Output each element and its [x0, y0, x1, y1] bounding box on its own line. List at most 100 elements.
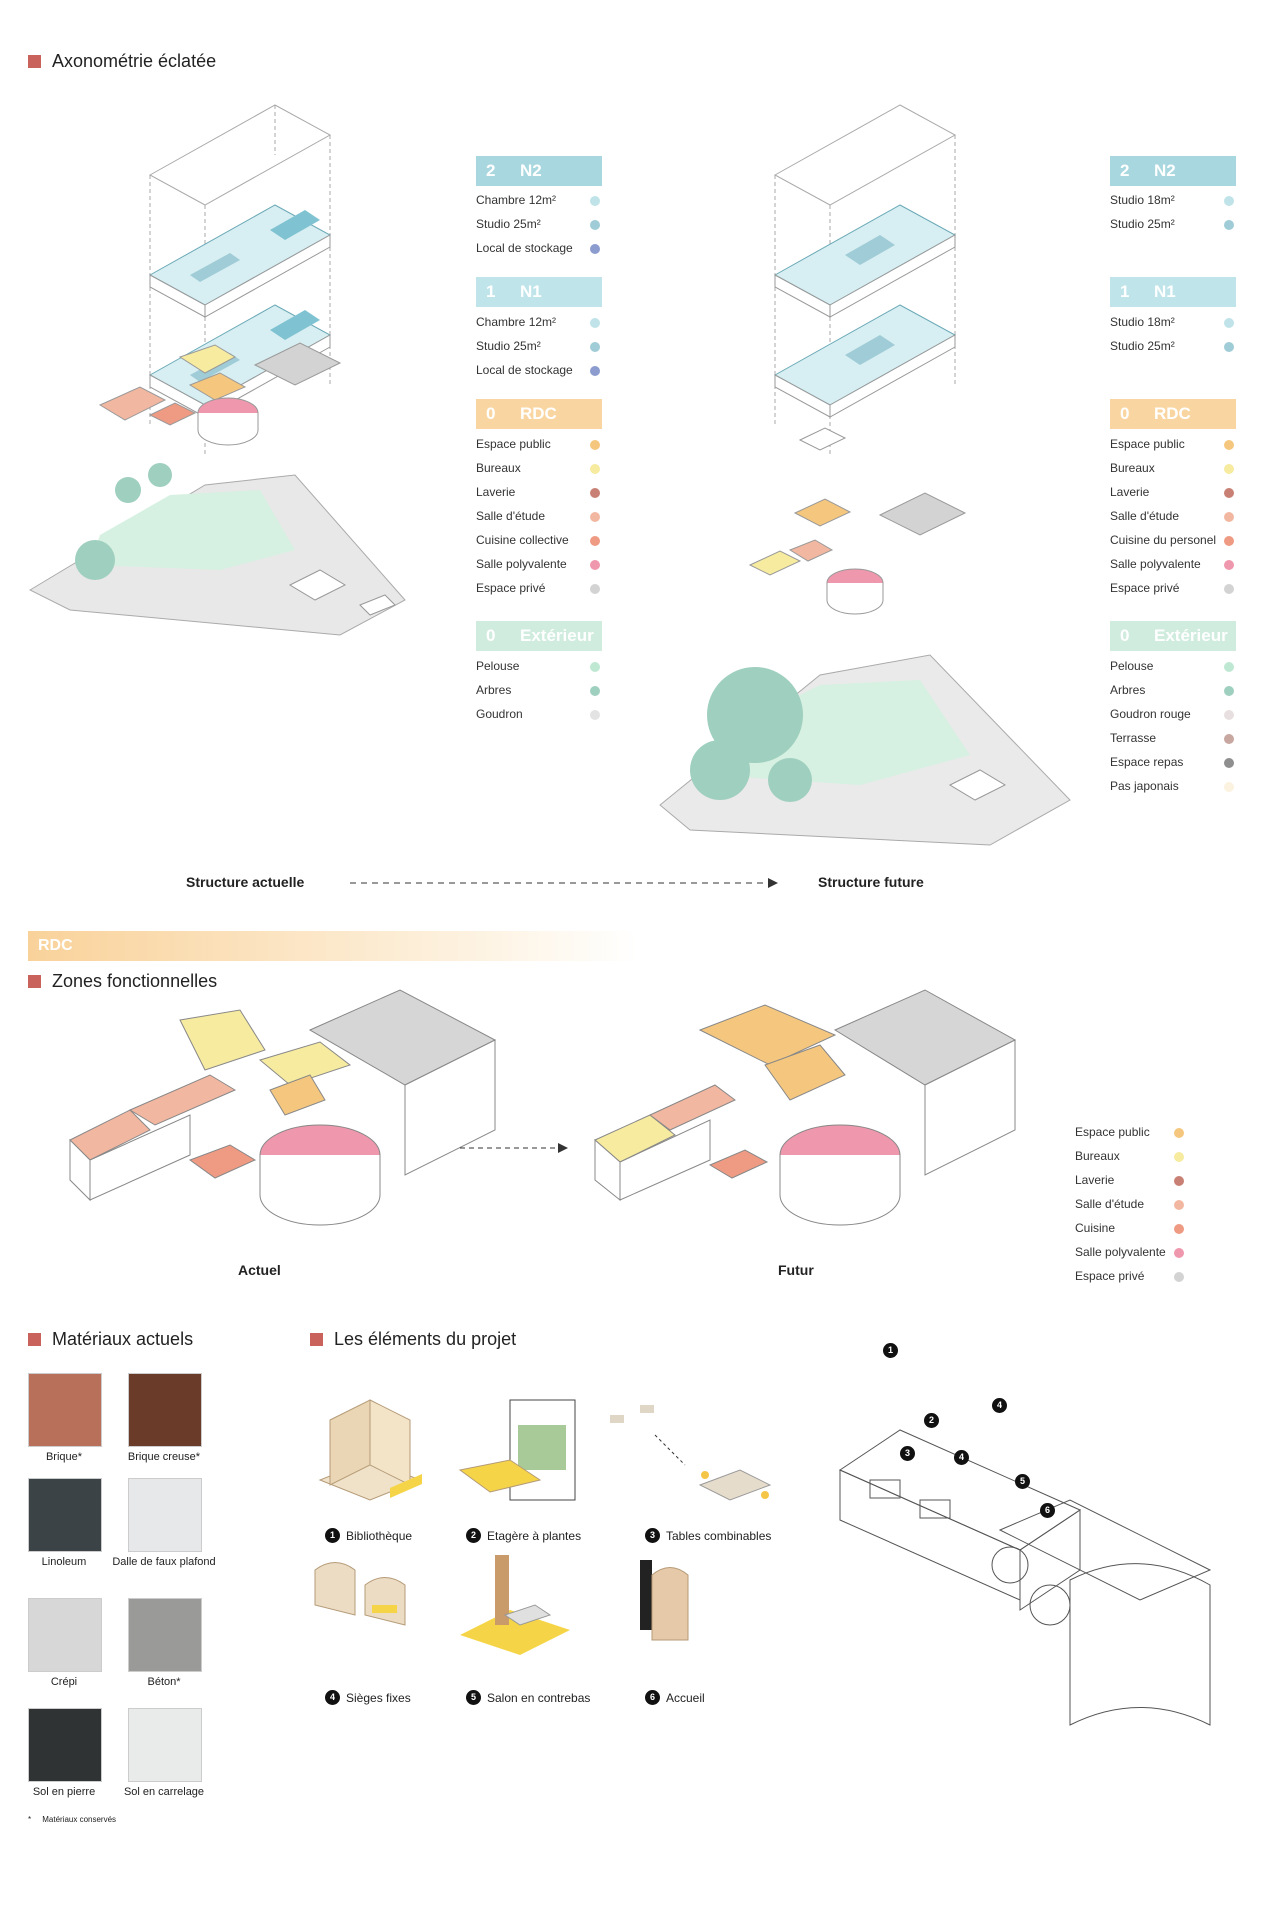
- legend-current-n1-item: Local de stockage: [476, 363, 573, 377]
- current-axonometry-drawing: [28, 104, 406, 636]
- legend-current-ext-item: Arbres: [476, 683, 512, 697]
- legend-current-n2-swatch: [590, 196, 600, 206]
- legend-current-rdc-swatch: [590, 560, 600, 570]
- legend-future-rdc-swatch: [1224, 584, 1234, 594]
- legend-current-rdc-swatch: [590, 488, 600, 498]
- bibliotheque-illustration: [318, 1399, 422, 1501]
- zones-legend-item: Bureaux: [1075, 1149, 1120, 1163]
- legend-future-n2-swatch: [1224, 220, 1234, 230]
- legend-number: 1: [486, 282, 496, 301]
- legend-level-label: N1: [520, 282, 542, 301]
- zones-legend-item: Espace privé: [1075, 1269, 1145, 1283]
- legend-future-rdc-item: Espace public: [1110, 437, 1185, 451]
- legend-future-ext-item: Pelouse: [1110, 659, 1154, 673]
- project-elements-plan: [838, 1429, 1212, 1726]
- legend-number: 0: [1120, 404, 1130, 423]
- legend-current-rdc-item: Bureaux: [476, 461, 521, 475]
- legend-number: 0: [486, 404, 496, 423]
- rdc-banner: RDC: [28, 931, 638, 961]
- caption-actual: Actuel: [238, 1262, 281, 1278]
- footnote-text: Matériaux conservés: [42, 1815, 117, 1824]
- legend-future-ext-swatch: [1224, 734, 1234, 744]
- legend-future-ext-swatch: [1224, 686, 1234, 696]
- zones-actual-drawing: [69, 989, 497, 1226]
- legend-level-label: Extérieur: [1154, 626, 1228, 645]
- plan-marker: 2: [924, 1413, 939, 1428]
- legend-current-n2-swatch: [590, 220, 600, 230]
- legend-future-n2-swatch: [1224, 196, 1234, 206]
- legend-future-rdc-swatch: [1224, 440, 1234, 450]
- zones-legend-swatch: [1174, 1128, 1184, 1138]
- plan-marker: 1: [883, 1343, 898, 1358]
- legend-current-n2-item: Chambre 12m²: [476, 193, 557, 207]
- legend-level-label: Extérieur: [520, 626, 594, 645]
- material-label: Brique creuse*: [127, 1451, 201, 1463]
- legend-future-rdc-item: Espace privé: [1110, 581, 1180, 595]
- legend-future-ext-item: Terrasse: [1110, 731, 1157, 745]
- legend-number: 2: [486, 161, 496, 180]
- legend-future-ext-swatch: [1224, 758, 1234, 768]
- legend-current-ext-swatch: [590, 662, 600, 672]
- material-swatch: [128, 1708, 202, 1782]
- material-label: Crépi: [50, 1676, 78, 1688]
- legend-future-ext-swatch: [1224, 662, 1234, 672]
- zones-future-drawing: [594, 989, 1017, 1226]
- legend-level-label: RDC: [1154, 404, 1191, 423]
- material-label: Béton*: [147, 1676, 181, 1688]
- legend-current-n2-item: Studio 25m²: [476, 217, 541, 231]
- legend-current-ext-item: Goudron: [476, 707, 523, 721]
- legend-current-rdc-swatch: [590, 512, 600, 522]
- zones-legend-item: Laverie: [1075, 1173, 1115, 1187]
- legend-current-n1-swatch: [590, 366, 600, 376]
- section-title-functional-zones: Zones fonctionnelles: [52, 971, 218, 991]
- element-name: Salon en contrebas: [487, 1690, 591, 1705]
- plan-marker: 4: [992, 1398, 1007, 1413]
- section-marker: [28, 55, 41, 68]
- zones-legend-swatch: [1174, 1224, 1184, 1234]
- material-swatch: [128, 1598, 202, 1672]
- legend-future-n1-swatch: [1224, 318, 1234, 328]
- accueil-illustration: [640, 1560, 689, 1641]
- legend-number: 0: [1120, 626, 1130, 645]
- salon-illustration: [460, 1555, 570, 1655]
- legend-future-ext-item: Goudron rouge: [1110, 707, 1191, 721]
- legend-future-n1-item: Studio 18m²: [1110, 315, 1175, 329]
- zones-legend-swatch: [1174, 1152, 1184, 1162]
- legend-level-label: N1: [1154, 282, 1176, 301]
- legend-future-ext-item: Espace repas: [1110, 755, 1184, 769]
- zones-legend-item: Salle polyvalente: [1075, 1245, 1166, 1259]
- element-number-badge: 2: [466, 1528, 481, 1543]
- caption-current-structure: Structure actuelle: [186, 874, 305, 890]
- element-name: Accueil: [666, 1690, 705, 1705]
- element-name: Tables combinables: [666, 1528, 772, 1543]
- material-swatch: [28, 1373, 102, 1447]
- legend-number: 0: [486, 626, 496, 645]
- caption-future-structure: Structure future: [818, 874, 924, 890]
- material-swatch: [28, 1478, 102, 1552]
- zones-legend-item: Espace public: [1075, 1125, 1150, 1139]
- legend-current-rdc-swatch: [590, 536, 600, 546]
- legend-current-rdc-swatch: [590, 584, 600, 594]
- legend-future-rdc-item: Laverie: [1110, 485, 1150, 499]
- section-title-project-elements: Les éléments du projet: [334, 1329, 517, 1349]
- legend-future-rdc-swatch: [1224, 488, 1234, 498]
- legend-current-rdc-item: Salle d'étude: [476, 509, 546, 523]
- legend-current-ext-item: Pelouse: [476, 659, 520, 673]
- plan-marker: 6: [1040, 1503, 1055, 1518]
- section-title-materials: Matériaux actuels: [52, 1329, 194, 1349]
- legend-future-rdc-swatch: [1224, 464, 1234, 474]
- legend-future-rdc-swatch: [1224, 512, 1234, 522]
- legend-current-n1-item: Studio 25m²: [476, 339, 541, 353]
- legend-future-ext-item: Arbres: [1110, 683, 1146, 697]
- legend-future-rdc-header: 0 RDC: [1110, 399, 1236, 429]
- legend-current-ext-swatch: [590, 710, 600, 720]
- zones-legend-swatch: [1174, 1248, 1184, 1258]
- legend-number: 2: [1120, 161, 1130, 180]
